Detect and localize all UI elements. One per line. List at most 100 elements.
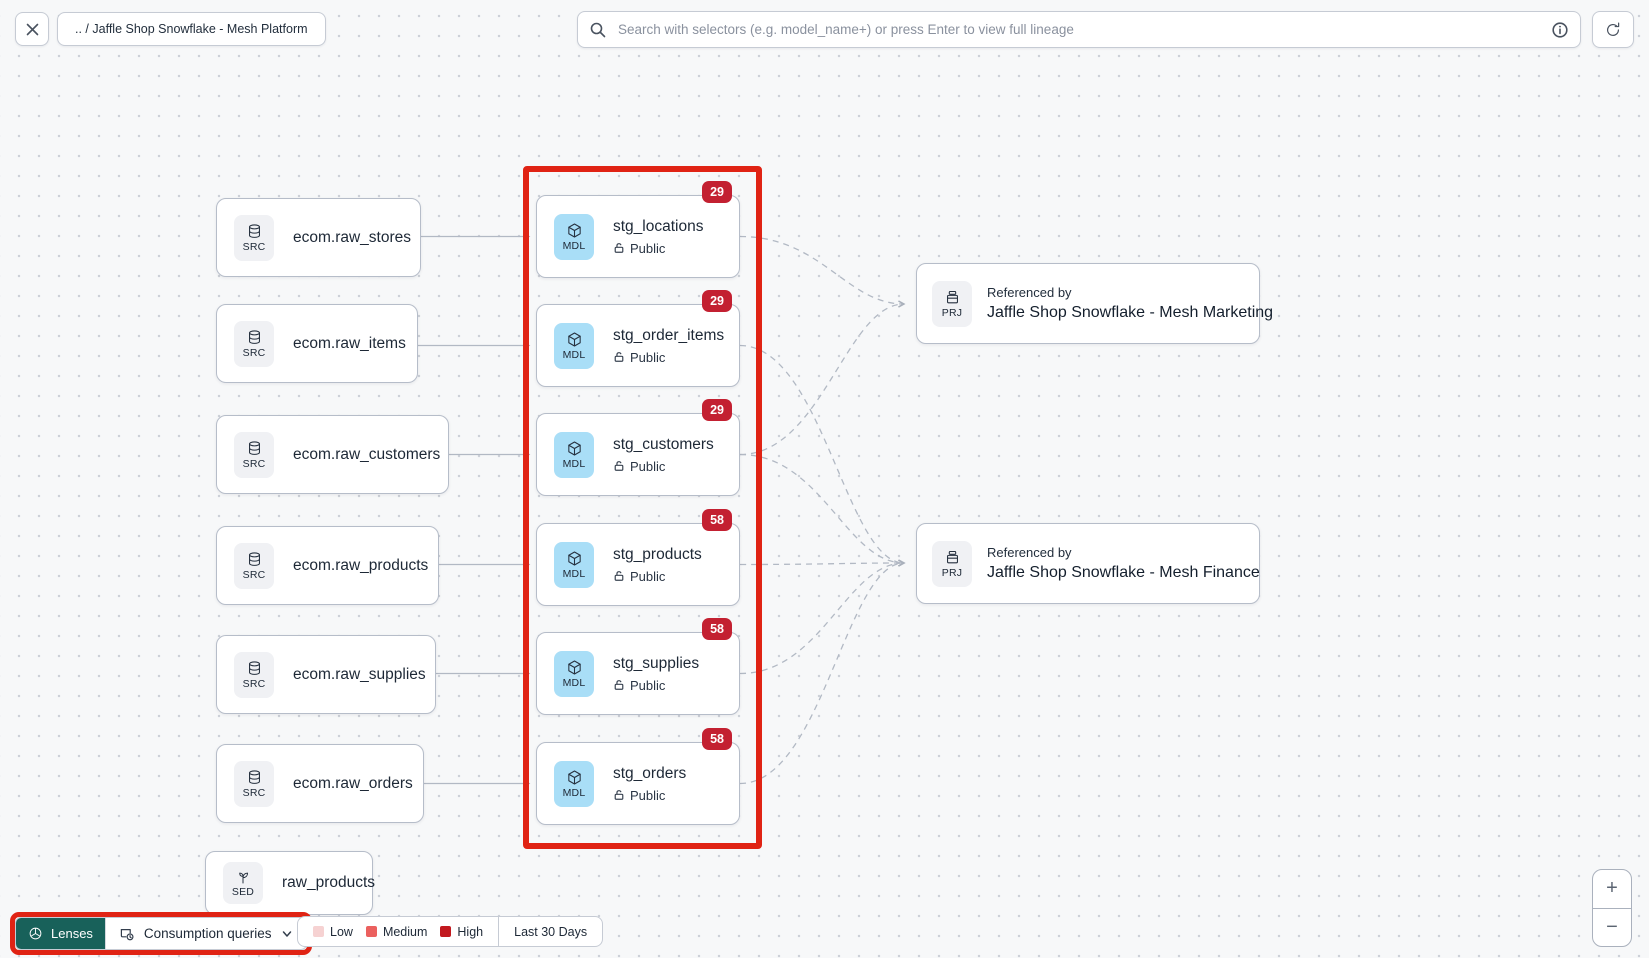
model-project-edge: [739, 235, 904, 305]
legend-swatch: [440, 926, 452, 937]
node-label: ecom.raw_items: [293, 334, 406, 352]
access-row: Public: [613, 241, 703, 256]
info-icon[interactable]: [1551, 21, 1569, 39]
plus-icon: +: [1606, 877, 1618, 900]
access-label: Public: [630, 458, 666, 474]
legend-item-label: Low: [330, 924, 353, 939]
model-cube-icon: [567, 659, 581, 675]
close-button[interactable]: [15, 12, 49, 46]
source-node[interactable]: SRC ecom.raw_customers: [216, 415, 449, 494]
model-cube-icon: [567, 440, 581, 456]
zoom-out-button[interactable]: −: [1593, 909, 1631, 947]
search-input[interactable]: [616, 21, 1540, 38]
access-row: Public: [613, 678, 699, 693]
refresh-button[interactable]: [1592, 11, 1634, 48]
access-row: Public: [613, 569, 702, 584]
database-icon: [248, 329, 260, 344]
legend-item-label: High: [457, 924, 484, 939]
node-type-tile: SRC: [234, 542, 274, 589]
project-icon: [946, 550, 958, 563]
access-label: Public: [630, 677, 666, 693]
node-label: ecom.raw_orders: [293, 774, 413, 792]
node-type-tile: SRC: [234, 214, 274, 261]
database-icon: [248, 660, 260, 675]
node-label: stg_supplies: [613, 654, 700, 672]
project-name: Jaffle Shop Snowflake - Mesh Marketing: [987, 304, 1274, 321]
node-type-tile: SRC: [234, 651, 274, 698]
node-type-label: SRC: [242, 240, 266, 253]
node-type-tile: PRJ: [932, 540, 972, 587]
node-type-label: PRJ: [941, 306, 963, 319]
lens-selector[interactable]: Consumption queries: [104, 918, 306, 949]
node-type-label: MDL: [562, 786, 586, 799]
node-label: stg_products: [613, 545, 702, 563]
breadcrumb[interactable]: .. / Jaffle Shop Snowflake - Mesh Platfo…: [57, 12, 326, 46]
model-project-edge: [739, 453, 904, 564]
model-project-edge: [739, 563, 904, 675]
node-label: stg_orders: [613, 764, 687, 782]
node-type-tile: MDL: [554, 213, 594, 260]
access-row: Public: [613, 459, 714, 474]
seed-sprout-icon: [239, 872, 249, 883]
node-type-tile: SED: [223, 862, 263, 904]
source-node[interactable]: SRC ecom.raw_products: [216, 526, 439, 605]
minus-icon: −: [1606, 915, 1618, 938]
search-bar: [577, 11, 1581, 48]
node-type-tile: MDL: [554, 431, 594, 478]
lock-open-icon: [614, 461, 624, 471]
node-type-tile: SRC: [234, 431, 274, 478]
close-icon: [26, 23, 38, 35]
lenses-icon: [29, 927, 42, 940]
search-icon: [590, 22, 606, 38]
query-count-badge: 29: [702, 290, 732, 313]
legend-period-label: Last 30 Days: [514, 924, 588, 939]
node-type-tile: MDL: [554, 760, 594, 807]
node-type-tile: SRC: [234, 320, 274, 367]
model-project-edge: [739, 344, 904, 564]
lenses-button[interactable]: Lenses: [16, 918, 105, 949]
lock-open-icon: [614, 352, 624, 362]
node-type-label: SED: [231, 885, 255, 898]
node-label: stg_locations: [613, 217, 704, 235]
project-icon: [946, 290, 958, 303]
access-label: Public: [630, 240, 666, 256]
lenses-button-label: Lenses: [51, 926, 93, 941]
zoom-in-button[interactable]: +: [1593, 870, 1631, 909]
refresh-icon: [1607, 21, 1620, 36]
node-type-label: MDL: [562, 457, 586, 470]
referenced-by-label: Referenced by: [987, 545, 1072, 560]
source-node[interactable]: SRC ecom.raw_items: [216, 304, 418, 383]
zoom-controls: + −: [1592, 869, 1632, 947]
node-type-label: SRC: [242, 568, 266, 581]
node-label: ecom.raw_customers: [293, 445, 441, 463]
node-type-tile: MDL: [554, 541, 594, 588]
node-type-tile: MDL: [554, 322, 594, 369]
node-label: raw_products: [282, 874, 376, 891]
model-cube-icon: [567, 222, 581, 238]
seed-node[interactable]: SED raw_products: [205, 851, 376, 915]
database-icon: [248, 769, 260, 784]
lock-open-icon: [614, 790, 624, 800]
access-label: Public: [630, 787, 666, 803]
node-label: ecom.raw_products: [293, 556, 429, 574]
lock-open-icon: [614, 571, 624, 581]
legend-period[interactable]: Last 30 Days: [498, 917, 602, 946]
